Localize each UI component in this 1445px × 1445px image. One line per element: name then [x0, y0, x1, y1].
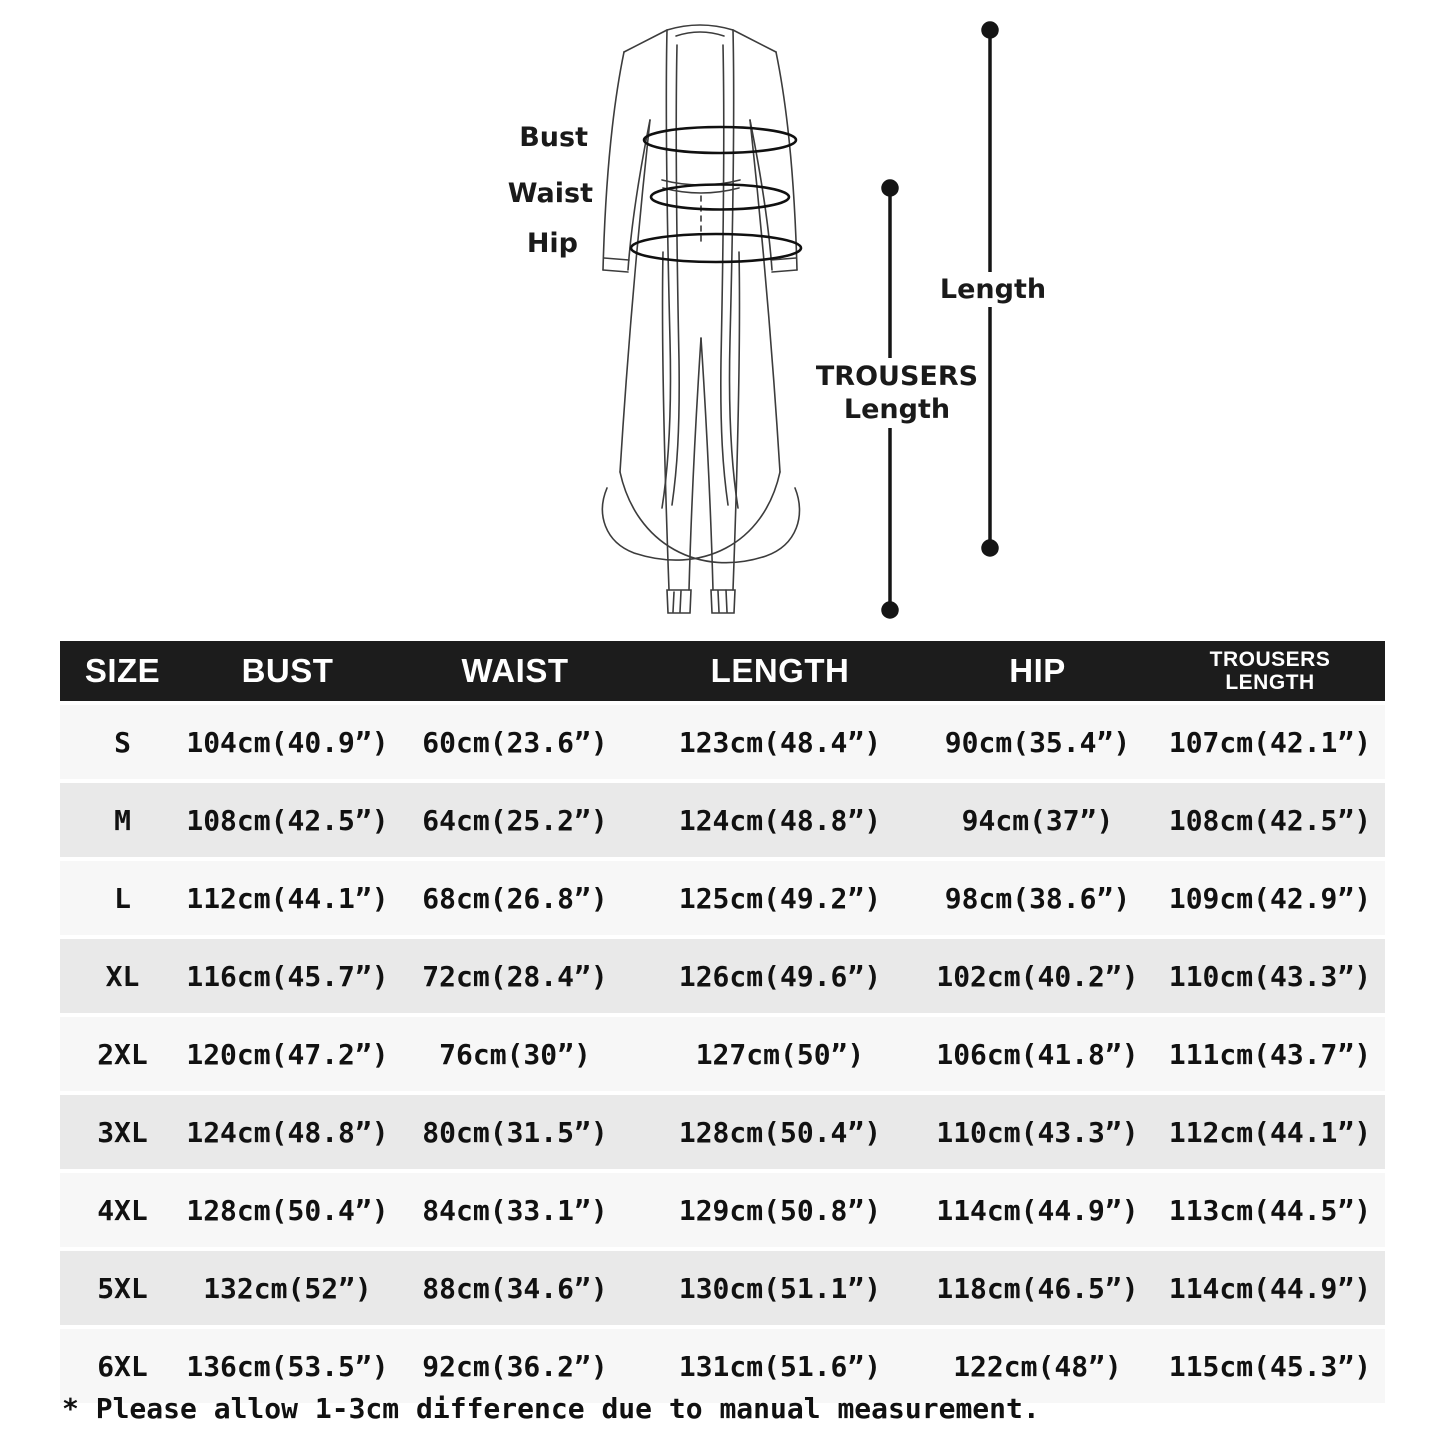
cell-trousers: 114cm(44.9”)	[1155, 1251, 1385, 1325]
cell-hip: 114cm(44.9”)	[920, 1173, 1155, 1247]
footnote: * Please allow 1-3cm difference due to m…	[62, 1392, 1040, 1425]
table-row: S 104cm(40.9”) 60cm(23.6”) 123cm(48.4”) …	[60, 705, 1385, 779]
table-row: L 112cm(44.1”) 68cm(26.8”) 125cm(49.2”) …	[60, 861, 1385, 935]
garment-diagram: Bust Waist Hip Length TROUSERS Length	[0, 0, 1445, 632]
cell-waist: 72cm(28.4”)	[390, 939, 640, 1013]
cell-bust: 104cm(40.9”)	[185, 705, 390, 779]
header-bust: BUST	[185, 641, 390, 701]
cell-hip: 94cm(37”)	[920, 783, 1155, 857]
cell-length: 130cm(51.1”)	[640, 1251, 920, 1325]
cell-trousers: 109cm(42.9”)	[1155, 861, 1385, 935]
table-row: M 108cm(42.5”) 64cm(25.2”) 124cm(48.8”) …	[60, 783, 1385, 857]
cell-hip: 110cm(43.3”)	[920, 1095, 1155, 1169]
hip-label: Hip	[526, 228, 578, 259]
cell-waist: 84cm(33.1”)	[390, 1173, 640, 1247]
cell-waist: 68cm(26.8”)	[390, 861, 640, 935]
cell-trousers: 108cm(42.5”)	[1155, 783, 1385, 857]
waist-ellipse	[649, 183, 791, 211]
bust-ellipse	[642, 125, 798, 155]
cell-length: 129cm(50.8”)	[640, 1173, 920, 1247]
table-row: 2XL 120cm(47.2”) 76cm(30”) 127cm(50”) 10…	[60, 1017, 1385, 1091]
cell-bust: 136cm(53.5”)	[185, 1329, 390, 1403]
cell-bust: 124cm(48.8”)	[185, 1095, 390, 1169]
cell-hip: 106cm(41.8”)	[920, 1017, 1155, 1091]
cell-waist: 80cm(31.5”)	[390, 1095, 640, 1169]
cell-waist: 88cm(34.6”)	[390, 1251, 640, 1325]
cell-length: 126cm(49.6”)	[640, 939, 920, 1013]
header-length: LENGTH	[640, 641, 920, 701]
table-row: 6XL 136cm(53.5”) 92cm(36.2”) 131cm(51.6”…	[60, 1329, 1385, 1403]
cell-bust: 112cm(44.1”)	[185, 861, 390, 935]
cell-length: 131cm(51.6”)	[640, 1329, 920, 1403]
cell-length: 123cm(48.4”)	[640, 705, 920, 779]
cell-trousers: 111cm(43.7”)	[1155, 1017, 1385, 1091]
header-trousers-line1: TROUSERS	[1209, 648, 1331, 671]
header-trousers-line2: LENGTH	[1225, 671, 1315, 694]
cell-trousers: 107cm(42.1”)	[1155, 705, 1385, 779]
length-label: Length	[918, 272, 1068, 307]
cell-bust: 108cm(42.5”)	[185, 783, 390, 857]
cell-size: 2XL	[60, 1017, 185, 1091]
cell-length: 128cm(50.4”)	[640, 1095, 920, 1169]
table-row: XL 116cm(45.7”) 72cm(28.4”) 126cm(49.6”)…	[60, 939, 1385, 1013]
header-waist: WAIST	[390, 641, 640, 701]
garment-illustration	[601, 21, 999, 619]
cell-bust: 116cm(45.7”)	[185, 939, 390, 1013]
cell-length: 127cm(50”)	[640, 1017, 920, 1091]
cell-bust: 120cm(47.2”)	[185, 1017, 390, 1091]
cell-hip: 122cm(48”)	[920, 1329, 1155, 1403]
trousers-length-label-line1: TROUSERS	[815, 361, 979, 392]
waist-label: Waist	[507, 178, 593, 209]
cell-size: 5XL	[60, 1251, 185, 1325]
cell-length: 124cm(48.8”)	[640, 783, 920, 857]
bust-label: Bust	[519, 122, 588, 153]
cell-trousers: 113cm(44.5”)	[1155, 1173, 1385, 1247]
header-trousers-length: TROUSERS LENGTH	[1155, 641, 1385, 701]
trousers-length-label: TROUSERS Length	[807, 358, 987, 428]
cardigan-outline	[601, 24, 801, 614]
table-row: 3XL 124cm(48.8”) 80cm(31.5”) 128cm(50.4”…	[60, 1095, 1385, 1169]
cell-trousers: 110cm(43.3”)	[1155, 939, 1385, 1013]
cell-trousers: 112cm(44.1”)	[1155, 1095, 1385, 1169]
cell-waist: 76cm(30”)	[390, 1017, 640, 1091]
table-header-row: SIZE BUST WAIST LENGTH HIP TROUSERS LENG…	[60, 641, 1385, 701]
table-row: 4XL 128cm(50.4”) 84cm(33.1”) 129cm(50.8”…	[60, 1173, 1385, 1247]
header-hip: HIP	[920, 641, 1155, 701]
header-size: SIZE	[60, 641, 185, 701]
cell-waist: 92cm(36.2”)	[390, 1329, 640, 1403]
size-table: SIZE BUST WAIST LENGTH HIP TROUSERS LENG…	[60, 637, 1385, 1407]
cell-hip: 90cm(35.4”)	[920, 705, 1155, 779]
cell-waist: 60cm(23.6”)	[390, 705, 640, 779]
cell-trousers: 115cm(45.3”)	[1155, 1329, 1385, 1403]
cell-hip: 98cm(38.6”)	[920, 861, 1155, 935]
cell-size: 6XL	[60, 1329, 185, 1403]
trousers-length-label-line2: Length	[843, 394, 951, 425]
table-row: 5XL 132cm(52”) 88cm(34.6”) 130cm(51.1”) …	[60, 1251, 1385, 1325]
hip-ellipse	[629, 232, 803, 264]
cell-bust: 128cm(50.4”)	[185, 1173, 390, 1247]
cell-hip: 118cm(46.5”)	[920, 1251, 1155, 1325]
cell-bust: 132cm(52”)	[185, 1251, 390, 1325]
cell-size: L	[60, 861, 185, 935]
cell-size: M	[60, 783, 185, 857]
cell-size: S	[60, 705, 185, 779]
cell-waist: 64cm(25.2”)	[390, 783, 640, 857]
cell-size: XL	[60, 939, 185, 1013]
cell-size: 3XL	[60, 1095, 185, 1169]
cell-length: 125cm(49.2”)	[640, 861, 920, 935]
cell-hip: 102cm(40.2”)	[920, 939, 1155, 1013]
cell-size: 4XL	[60, 1173, 185, 1247]
